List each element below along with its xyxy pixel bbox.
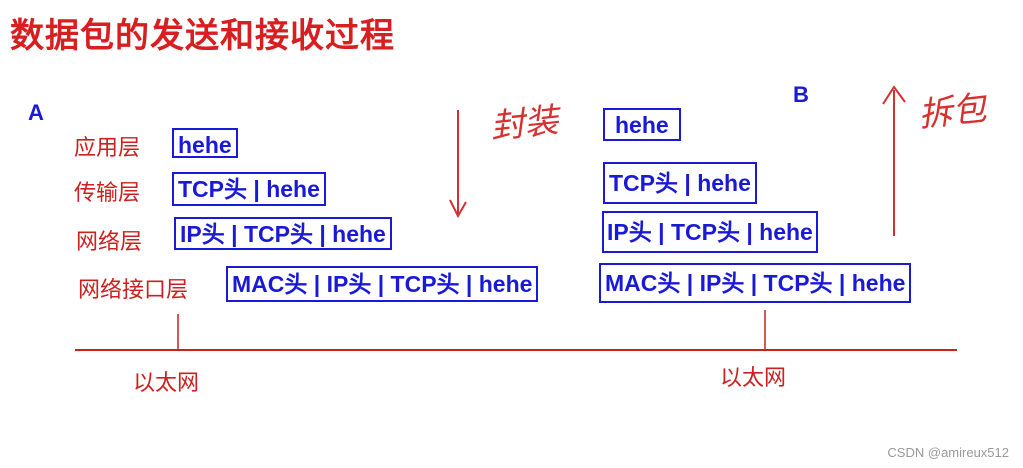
packet-a-transport: TCP头 | hehe bbox=[172, 172, 326, 206]
watermark: CSDN @amireux512 bbox=[887, 445, 1009, 460]
layer-label-network: 网络层 bbox=[76, 230, 143, 255]
decapsulate-arrowhead bbox=[882, 85, 906, 105]
layer-label-transport: 传输层 bbox=[74, 181, 141, 206]
decapsulate-annotation: 拆包 bbox=[916, 88, 989, 136]
host-a-label: A bbox=[28, 100, 44, 125]
ethernet-label-a: 以太网 bbox=[133, 371, 200, 396]
packet-b-network: IP头 | TCP头 | hehe bbox=[602, 211, 818, 253]
packet-b-application: hehe bbox=[603, 108, 681, 141]
page-title: 数据包的发送和接收过程 bbox=[10, 16, 395, 56]
packet-a-application: hehe bbox=[172, 128, 238, 158]
encapsulate-arrowhead bbox=[449, 199, 467, 219]
host-b-label: B bbox=[793, 82, 809, 107]
layer-label-link: 网络接口层 bbox=[78, 278, 189, 303]
ethernet-label-b: 以太网 bbox=[720, 366, 787, 391]
packet-b-link: MAC头 | IP头 | TCP头 | hehe bbox=[599, 263, 912, 303]
packet-a-link: MAC头 | IP头 | TCP头 | hehe bbox=[226, 266, 539, 302]
packet-b-transport: TCP头 | hehe bbox=[603, 162, 757, 204]
encapsulate-annotation: 封装 bbox=[488, 100, 561, 148]
packet-a-network: IP头 | TCP头 | hehe bbox=[174, 217, 392, 250]
layer-label-application: 应用层 bbox=[74, 136, 141, 161]
